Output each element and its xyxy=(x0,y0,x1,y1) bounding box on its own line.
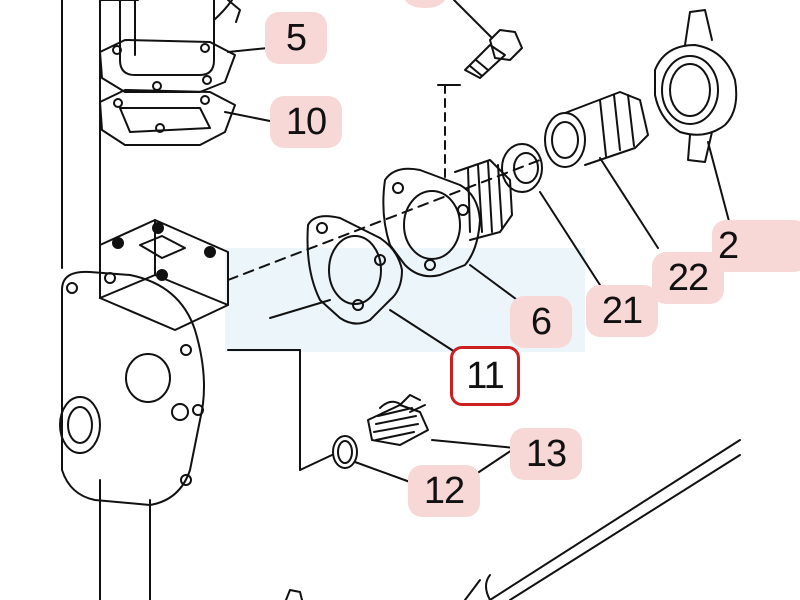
callout-13: 13 xyxy=(510,428,582,480)
callout-11-highlighted: 11 xyxy=(450,346,520,406)
callout-10: 10 xyxy=(270,96,342,148)
elbow-pipe xyxy=(119,0,241,76)
pump-body xyxy=(59,270,205,506)
outlet-block xyxy=(99,219,229,331)
callout-2x: 2 xyxy=(712,220,800,272)
union-nut xyxy=(654,9,738,163)
callout-5: 5 xyxy=(265,12,327,64)
frame-bottom xyxy=(285,439,741,600)
washer-21 xyxy=(501,143,543,193)
gasket-11 xyxy=(306,215,403,325)
callout-6: 6 xyxy=(510,296,572,348)
o-ring-12 xyxy=(332,435,358,469)
callout-21: 21 xyxy=(586,285,658,337)
callout-12: 12 xyxy=(408,465,480,517)
flange-6 xyxy=(382,159,513,278)
bolt xyxy=(453,0,523,79)
spring-13 xyxy=(367,394,429,446)
hose-nipple-22 xyxy=(544,91,649,168)
flange-5 xyxy=(99,39,236,93)
gasket-10 xyxy=(99,89,236,146)
